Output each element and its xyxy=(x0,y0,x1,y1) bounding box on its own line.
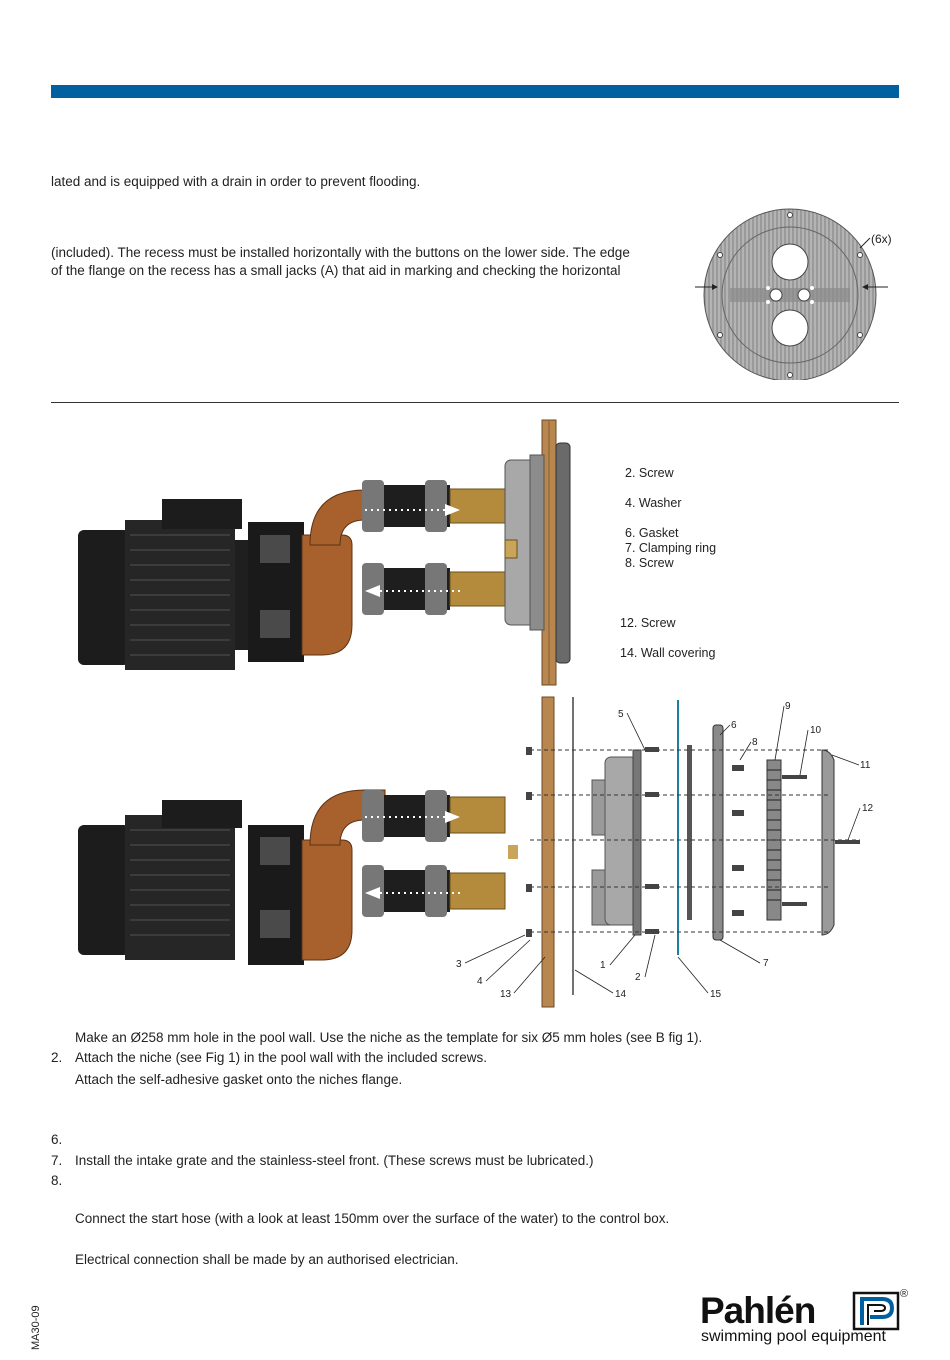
registered-mark: ® xyxy=(900,1288,909,1300)
exploded-label: 2 xyxy=(635,972,641,983)
exploded-label: 8 xyxy=(752,737,758,748)
section-rule xyxy=(51,402,899,403)
exploded-label: 1 xyxy=(600,960,606,971)
intro-line-1: lated and is equipped with a drain in or… xyxy=(51,174,421,189)
legend-item: 12. Screw xyxy=(620,616,676,630)
exploded-label: 4 xyxy=(477,976,483,987)
exploded-label: 13 xyxy=(500,989,512,1000)
flange-figure: (6x) xyxy=(695,208,892,380)
legend-item: 6. Gasket xyxy=(625,526,679,540)
brand-name: Pahlén xyxy=(700,1290,816,1331)
exploded-label: 9 xyxy=(785,701,791,712)
exploded-label: 7 xyxy=(763,958,769,969)
exploded-label: 3 xyxy=(456,959,462,970)
legend-item: 14. Wall covering xyxy=(620,646,716,660)
brand-p-icon xyxy=(852,1291,900,1331)
legend-item: 8. Screw xyxy=(625,556,674,570)
flange-callout: (6x) xyxy=(871,232,892,246)
legend-item: 4. Washer xyxy=(625,496,682,510)
document-id: MA30-09 xyxy=(30,1305,42,1350)
brand-tagline: swimming pool equipment xyxy=(701,1328,886,1345)
intro-line-2: (included). The recess must be installed… xyxy=(51,245,630,260)
pump-exploded-figure: 1 2 3 4 5 6 7 8 9 10 11 12 13 14 15 xyxy=(78,696,874,1008)
brand-logo: Pahlén ® swimming pool equipment xyxy=(700,1288,915,1350)
exploded-label: 12 xyxy=(862,803,874,814)
exploded-label: 11 xyxy=(860,760,871,771)
exploded-label: 15 xyxy=(710,989,722,1000)
exploded-label: 14 xyxy=(615,989,627,1000)
legend-item: 7. Clamping ring xyxy=(625,541,717,555)
pump-assembled-figure xyxy=(78,419,571,686)
exploded-label: 5 xyxy=(618,709,624,720)
exploded-label: 10 xyxy=(810,725,822,736)
intro-line-3: of the flange on the recess has a small … xyxy=(51,263,621,278)
exploded-label: 6 xyxy=(731,720,737,731)
header-bar xyxy=(51,85,899,98)
legend-item: 2. Screw xyxy=(625,466,674,480)
